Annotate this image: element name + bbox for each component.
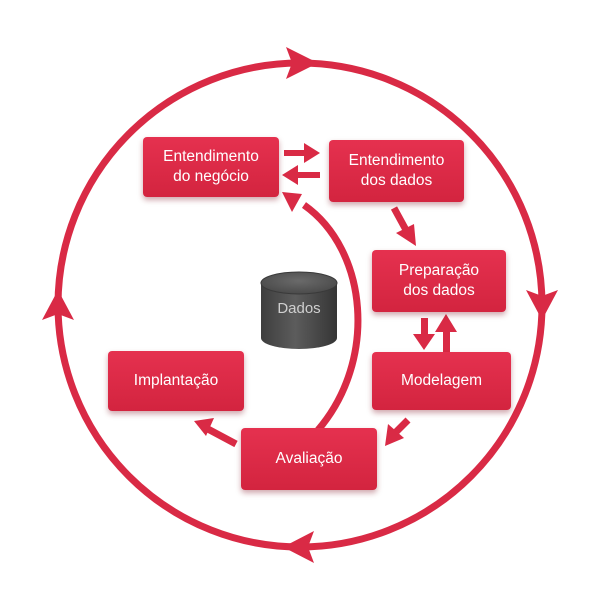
database-label: Dados bbox=[277, 300, 321, 317]
arrow-up-icon bbox=[435, 314, 457, 332]
arrow-down-right-icon bbox=[396, 224, 416, 246]
feedback-arrow-icon bbox=[282, 192, 302, 212]
step-modeling[interactable]: Modelagem bbox=[372, 352, 511, 410]
ring-arrow-left-icon bbox=[42, 290, 74, 320]
step-data-understanding[interactable]: Entendimento dos dados bbox=[329, 140, 464, 202]
database-icon bbox=[260, 271, 338, 349]
ring-arrow-right-icon bbox=[526, 290, 558, 320]
arrow-up-left-icon bbox=[194, 418, 214, 436]
ring-arrow-bottom-icon bbox=[283, 531, 314, 563]
step-evaluation[interactable]: Avaliação bbox=[241, 428, 377, 490]
arrow-down-left-icon bbox=[385, 424, 404, 446]
feedback-curve bbox=[301, 202, 362, 433]
arrow-down-icon bbox=[413, 334, 435, 350]
step-deployment[interactable]: Implantação bbox=[108, 351, 244, 411]
step-data-preparation[interactable]: Preparação dos dados bbox=[372, 250, 506, 312]
step-business-understanding[interactable]: Entendimento do negócio bbox=[143, 137, 279, 197]
arrow-right-icon bbox=[304, 143, 320, 163]
arrow-left-icon bbox=[282, 165, 298, 185]
ring-arrow-top-icon bbox=[286, 47, 318, 79]
